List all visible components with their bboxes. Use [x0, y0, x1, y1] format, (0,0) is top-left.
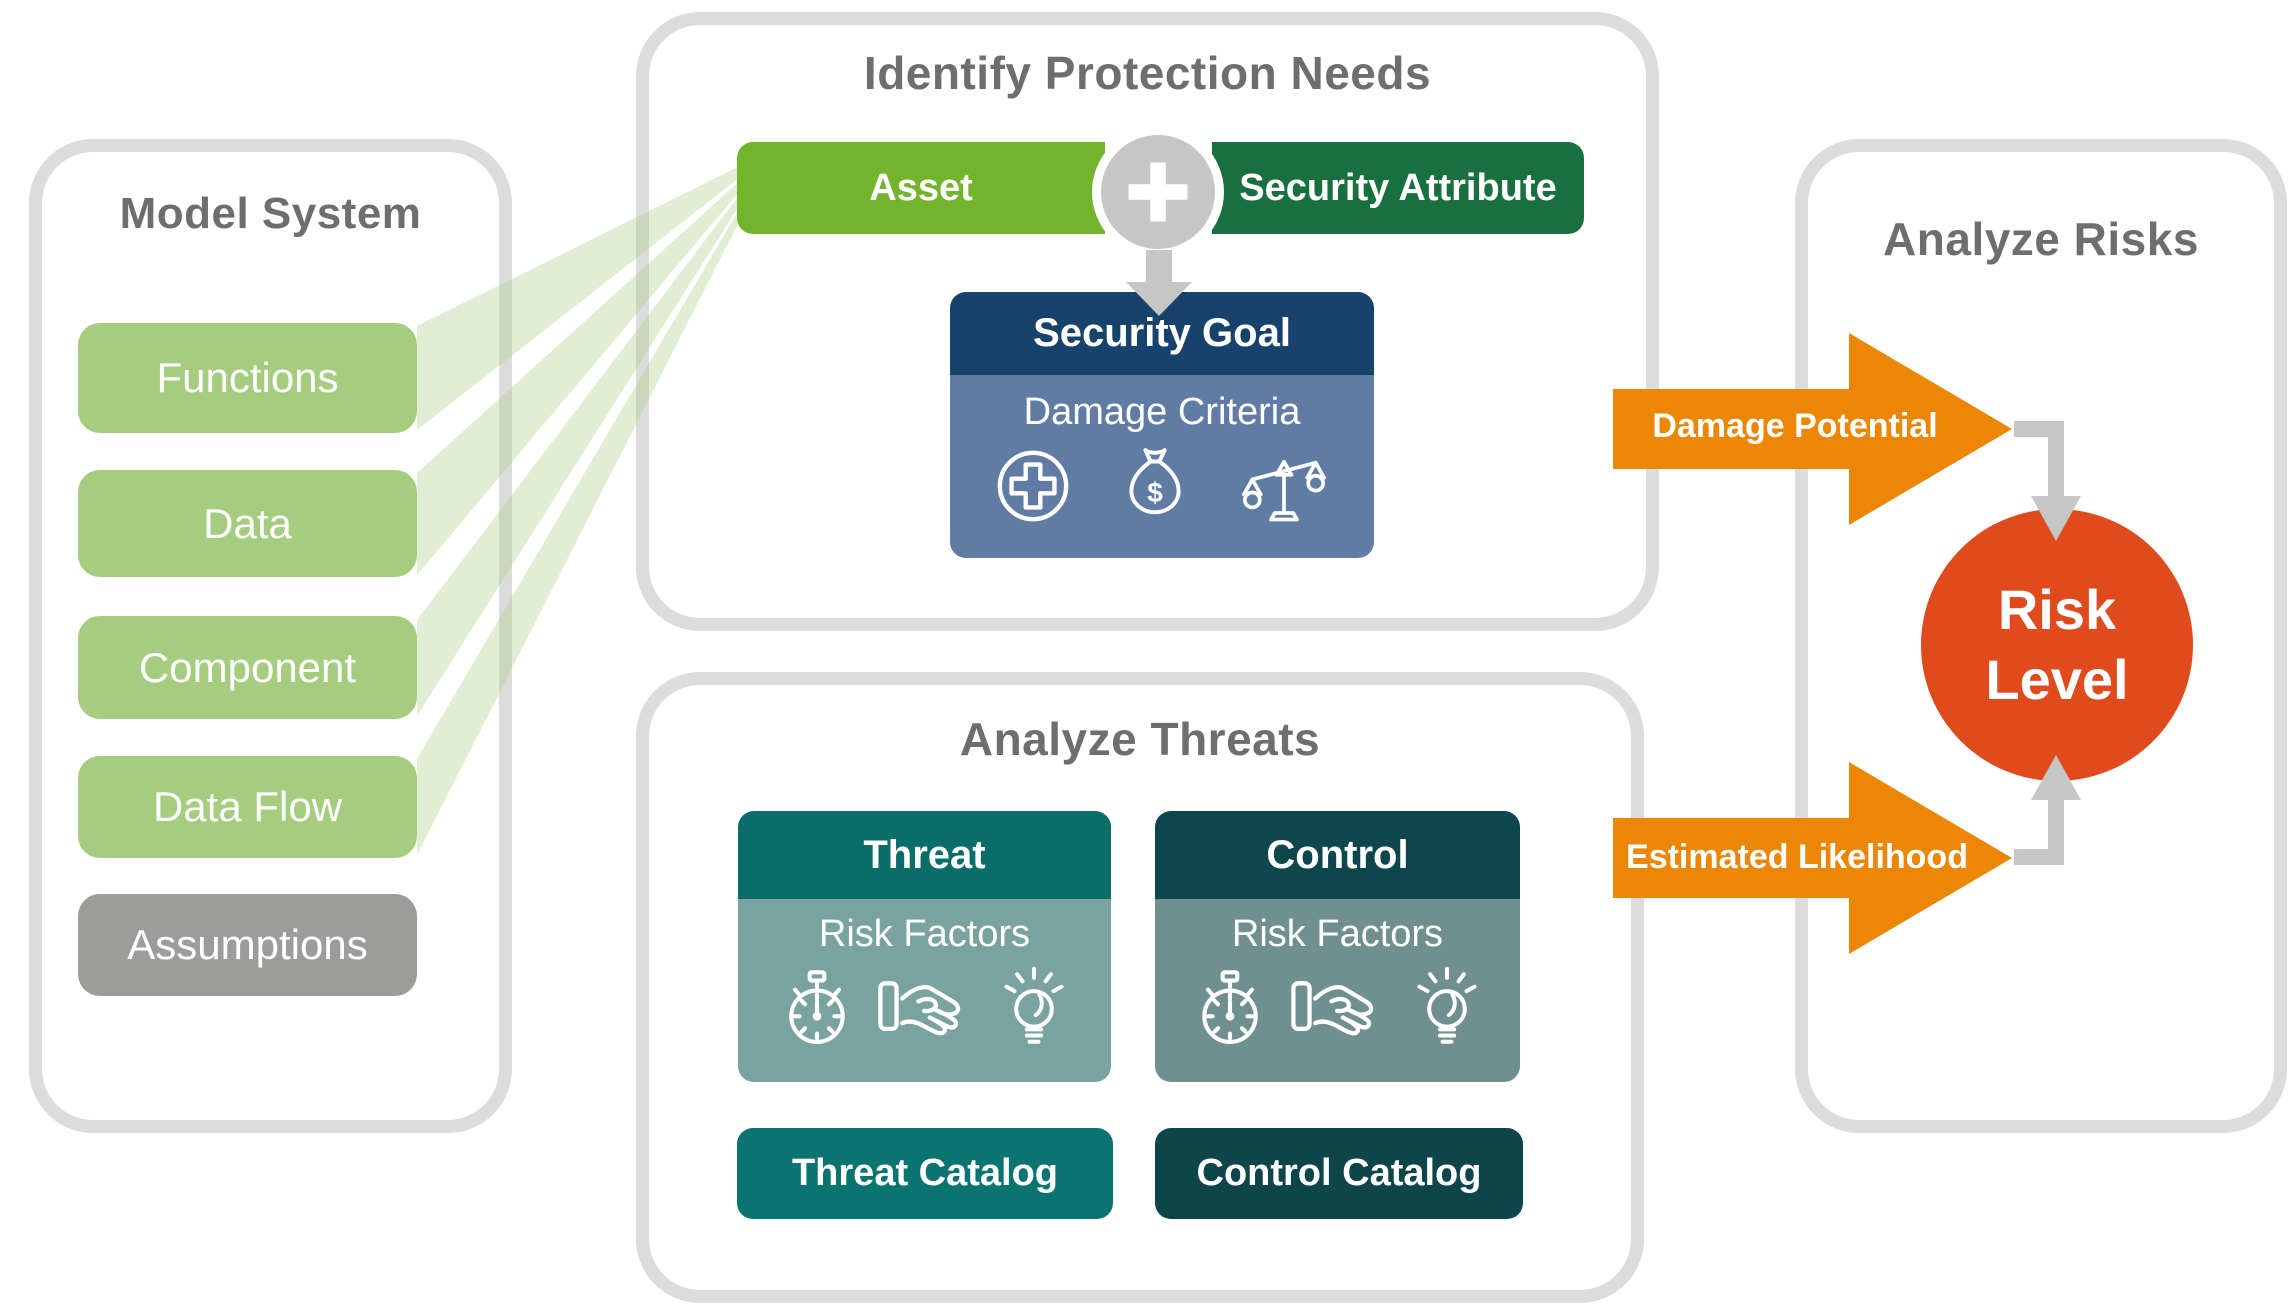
model-item-label: Data	[203, 499, 292, 547]
model-item-functions: Functions	[78, 323, 417, 433]
model-item-component: Component	[78, 616, 417, 719]
control-card: Control Risk Factors	[1155, 811, 1520, 1082]
threat-card: Threat Risk Factors	[738, 811, 1111, 1082]
model-item-label: Data Flow	[152, 783, 343, 830]
risk-level-line1: Risk	[1997, 578, 2117, 641]
control-risk-factors-label: Risk Factors	[1231, 913, 1444, 955]
model-item-label: Component	[138, 643, 357, 691]
plus-icon	[1092, 126, 1224, 258]
stopwatch-icon	[1201, 970, 1258, 1044]
analyze-threats-title: Analyze Threats	[959, 713, 1321, 765]
svg-text:$: $	[1147, 477, 1163, 508]
threat-card-header: Threat	[738, 811, 1111, 899]
security-goal-header: Security Goal	[950, 292, 1374, 375]
lightbulb-icon	[1003, 966, 1064, 1044]
model-item-label: Assumptions	[127, 921, 368, 968]
damage-criteria-icons: $	[994, 444, 1330, 528]
model-item-assumptions: Assumptions	[78, 894, 417, 996]
giving-hand-icon	[877, 981, 960, 1036]
security-attribute-bar: Security Attribute	[1212, 142, 1584, 234]
control-card-body: Risk Factors	[1155, 899, 1520, 1082]
model-item-data-flow: Data Flow	[78, 756, 417, 858]
scales-icon	[1242, 459, 1326, 522]
giving-hand-icon	[1290, 981, 1373, 1036]
control-risk-factor-icons	[1197, 966, 1479, 1050]
model-item-label: Functions	[156, 354, 339, 401]
threat-catalog-button: Threat Catalog	[737, 1128, 1113, 1219]
control-catalog-label: Control Catalog	[1196, 1152, 1482, 1194]
model-system-title: Model System	[119, 189, 422, 238]
analyze-risks-title: Analyze Risks	[1883, 213, 2199, 265]
damage-criteria-label: Damage Criteria	[1023, 391, 1301, 433]
lightbulb-icon	[1416, 966, 1477, 1044]
risk-level-circle: Risk Level	[1921, 509, 2193, 781]
plus-glyph	[1128, 162, 1188, 222]
asset-bar: Asset	[737, 142, 1105, 234]
security-goal-card: Security Goal Damage Criteria $	[950, 292, 1374, 558]
security-goal-header-label: Security Goal	[1033, 311, 1291, 355]
threat-header-label: Threat	[863, 832, 986, 877]
security-attribute-label: Security Attribute	[1239, 166, 1557, 209]
model-item-data: Data	[78, 470, 417, 577]
threat-risk-factors-label: Risk Factors	[818, 913, 1031, 955]
control-header-label: Control	[1266, 832, 1409, 877]
identify-protection-needs-title: Identify Protection Needs	[863, 47, 1432, 99]
threat-card-body: Risk Factors	[738, 899, 1111, 1082]
security-goal-body: Damage Criteria $	[950, 375, 1374, 558]
control-catalog-button: Control Catalog	[1155, 1128, 1523, 1219]
stopwatch-icon	[788, 970, 845, 1044]
threat-risk-factor-icons	[784, 966, 1066, 1050]
control-card-header: Control	[1155, 811, 1520, 899]
estimated-likelihood-label: Estimated Likelihood	[1626, 838, 1968, 876]
threat-catalog-label: Threat Catalog	[791, 1152, 1059, 1194]
asset-label: Asset	[869, 166, 973, 209]
damage-potential-label: Damage Potential	[1652, 407, 1938, 445]
risk-level-line2: Level	[1985, 648, 2129, 711]
medical-cross-icon	[997, 450, 1069, 522]
money-bag-icon: $	[1129, 448, 1181, 515]
